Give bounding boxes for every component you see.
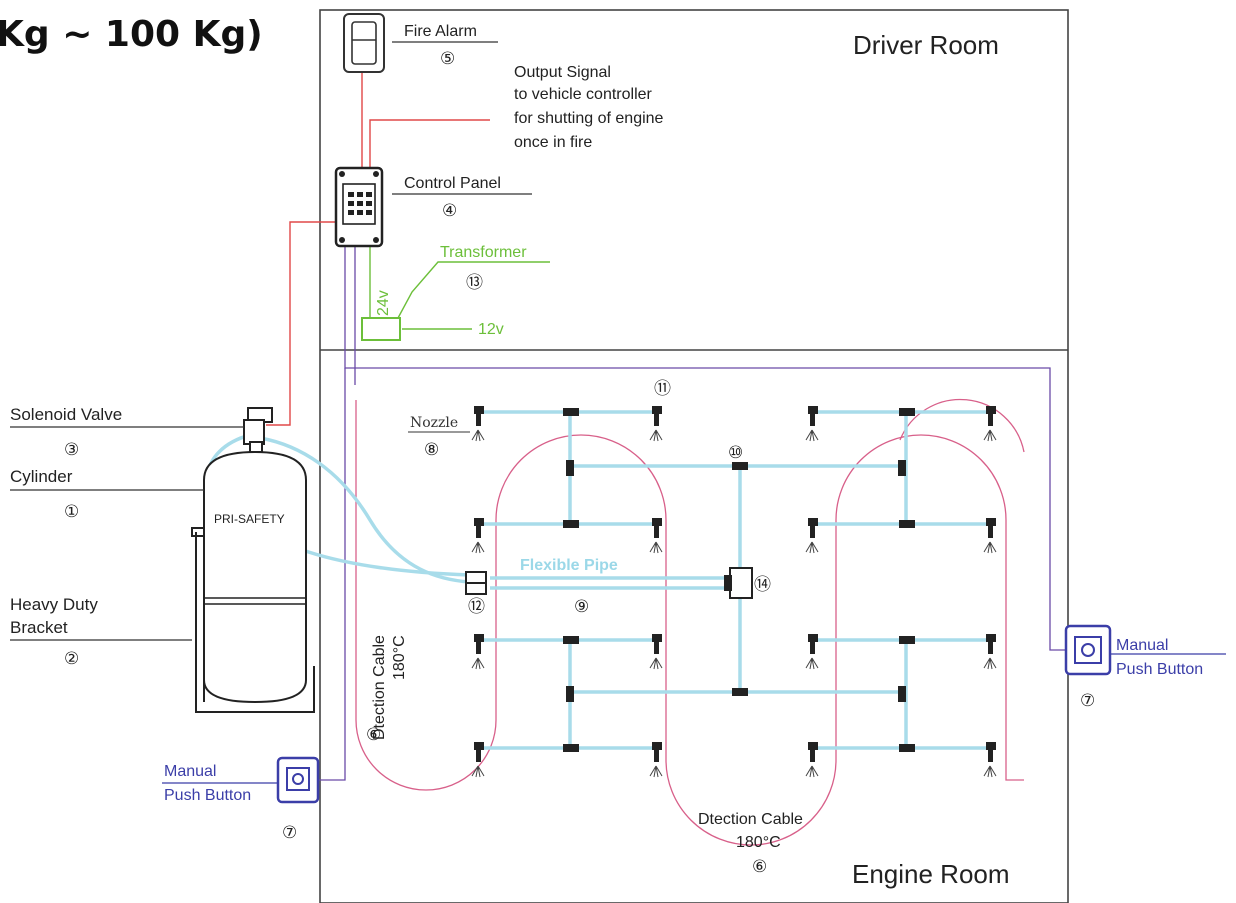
page-title: Kg ~ 100 Kg) [0,14,263,55]
detection-left-label-group: Dtection Cable 180°C [371,635,408,740]
cylinder-number: ① [64,502,79,521]
push-button-wires [318,245,1068,781]
flexible-pipe-label: Flexible Pipe [520,557,618,574]
push-left-line-2: Push Button [164,787,251,804]
bracket-label-1: Heavy Duty [10,595,98,614]
push-right-line-2: Push Button [1116,661,1203,678]
push-button-left-device [276,756,320,804]
cross-fitting-number: ⑩ [728,443,743,462]
nozzle-icon [983,406,997,442]
transformer-wires [369,245,550,330]
detection-left-line-1: Dtection Cable [371,635,388,740]
flexible-pipes [205,410,990,750]
detection-bottom-line-1: Dtection Cable [698,811,803,828]
solenoid-number: ③ [64,440,79,459]
driver-room-label: Driver Room [853,30,999,60]
nozzle-icon [983,742,997,778]
transformer-device [361,317,401,341]
control-panel-label: Control Panel [404,175,501,192]
pipe-connector [465,571,487,595]
push-left-line-1: Manual [164,763,216,780]
output-signal-line-3: for shutting of engine [514,110,664,127]
nozzle-icon [805,518,819,554]
vehicle-outline [319,9,1069,903]
nozzle-icon [805,742,819,778]
cylinder-device [203,450,307,704]
pipe-fittings [563,408,915,752]
push-left-number: ⑦ [282,823,297,842]
detection-bottom-number: ⑥ [752,857,767,876]
nozzle-icon [649,634,663,670]
fire-alarm-number: ⑤ [440,49,455,68]
signal-wires [266,72,490,426]
nozzle-icon [471,742,485,778]
fire-alarm-device [343,13,385,73]
nozzle-icon [471,406,485,442]
bracket-number: ② [64,649,79,668]
connector-number: ⑫ [468,597,485,616]
nozzle-icon [983,518,997,554]
transformer-number: ⑬ [466,273,483,292]
transformer-input-voltage: 24v [375,290,392,316]
flexible-pipe-number: ⑨ [574,597,589,616]
nozzle-icon [649,742,663,778]
detection-left-number: ⑥ [366,725,381,744]
solenoid-valve-device [243,407,273,453]
detection-left-line-2: 180°C [391,635,408,680]
cylinder-brand: PRI-SAFETY [214,512,285,526]
nozzle-icon [805,406,819,442]
control-panel-number: ④ [442,201,457,220]
detection-bottom-line-2: 180°C [736,834,781,851]
transformer-label: Transformer [440,244,527,261]
transformer-output-voltage: 12v [478,321,504,338]
nozzle-icon [649,406,663,442]
fire-alarm-label: Fire Alarm [404,23,477,40]
output-signal-line-2: to vehicle controller [514,86,653,103]
nozzle-number: ⑧ [424,440,439,459]
nozzle-icon [805,634,819,670]
junction-block [724,567,753,599]
engine-room-label: Engine Room [852,859,1010,889]
output-signal-line-4: once in fire [514,134,592,151]
nozzle-label: Nozzle [410,415,458,431]
output-signal-line-1: Output Signal [514,64,611,81]
push-right-number: ⑦ [1080,691,1095,710]
junction-number: ⑭ [754,575,771,594]
solenoid-label: Solenoid Valve [10,405,122,424]
detection-cable [355,398,1025,846]
nozzle-icon [471,634,485,670]
bracket-device [191,527,315,713]
push-right-line-1: Manual [1116,637,1168,654]
nozzle-group [471,406,997,778]
output-signal-note: Output Signal to vehicle controller for … [514,64,664,151]
nozzle-icon [471,518,485,554]
cylinder-label: Cylinder [10,467,73,486]
push-button-right-device [1064,624,1112,676]
control-panel-device [334,166,384,248]
bracket-label-2: Bracket [10,618,68,637]
nozzle-icon [649,518,663,554]
nozzle-icon [983,634,997,670]
pipe-tee-number: ⑪ [654,379,671,398]
